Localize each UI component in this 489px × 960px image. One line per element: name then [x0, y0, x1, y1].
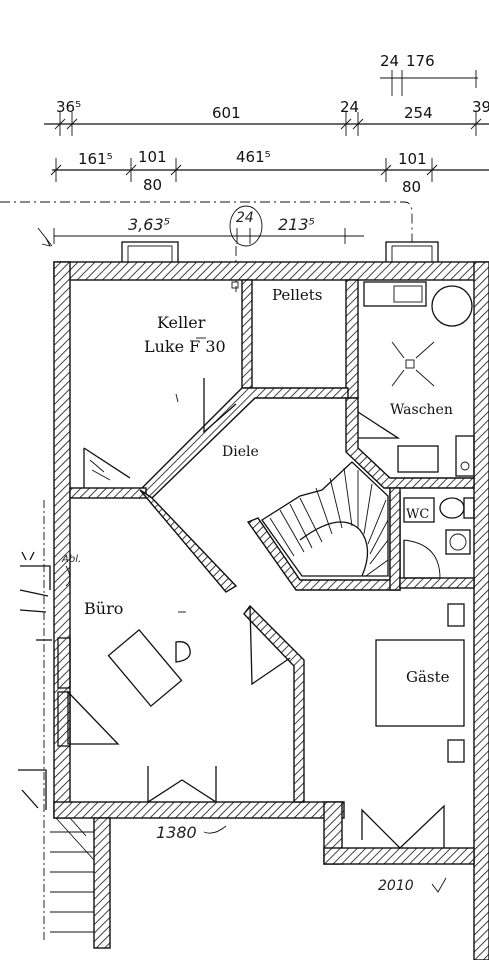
- room-label-keller: Keller: [157, 313, 206, 332]
- room-wc: WC: [403, 497, 475, 579]
- dim-101-left: 101: [138, 148, 167, 166]
- dim-3635: 3,63⁵: [128, 215, 170, 234]
- dim-80-right: 80: [402, 178, 421, 196]
- dim-24-top: 24: [380, 52, 399, 70]
- dim-39: 39: [472, 98, 489, 116]
- room-buero: Büro: [57, 599, 291, 804]
- dim-601: 601: [212, 104, 241, 122]
- room-label-luke: Luke F 30: [144, 337, 226, 356]
- room-label-pellets: Pellets: [272, 286, 323, 304]
- room-label-diele: Diele: [222, 444, 259, 460]
- dim-254: 254: [404, 104, 433, 122]
- note-2010: 2010: [378, 878, 414, 894]
- dim-2135: 213⁵: [278, 215, 315, 234]
- room-gaeste: Gäste: [361, 603, 465, 849]
- room-waschen: Waschen: [357, 281, 475, 477]
- dim-24-circled: 24: [236, 210, 254, 226]
- room-label-waschen: Waschen: [390, 402, 453, 418]
- dimension-lines: [0, 70, 489, 292]
- dim-80-left: 80: [143, 176, 162, 194]
- dim-101-right: 101: [398, 150, 427, 168]
- dim-4615: 461⁵: [236, 148, 271, 166]
- dim-365: 36⁵: [56, 98, 81, 116]
- dimension-labels: 24 176 36⁵ 601 24 254 39 161⁵ 101 461⁵ 1…: [56, 52, 489, 234]
- dim-24: 24: [340, 98, 359, 116]
- handwritten-notes: 1380 2010: [156, 823, 447, 894]
- dim-176: 176: [406, 52, 435, 70]
- staircase: [261, 461, 389, 577]
- room-label-gaeste: Gäste: [406, 668, 450, 686]
- left-note: Abl.: [61, 554, 81, 565]
- room-keller: Keller Luke F 30: [83, 281, 239, 488]
- room-pellets: Pellets: [272, 286, 323, 304]
- exterior-stairs: Abl.: [18, 500, 95, 940]
- room-label-buero: Büro: [84, 599, 123, 618]
- room-diele: Diele: [222, 444, 259, 460]
- room-label-wc: WC: [406, 507, 429, 522]
- dim-1615: 161⁵: [78, 150, 113, 168]
- note-1380: 1380: [156, 823, 197, 842]
- light-shafts: [121, 241, 439, 265]
- interior-walls: [69, 279, 475, 803]
